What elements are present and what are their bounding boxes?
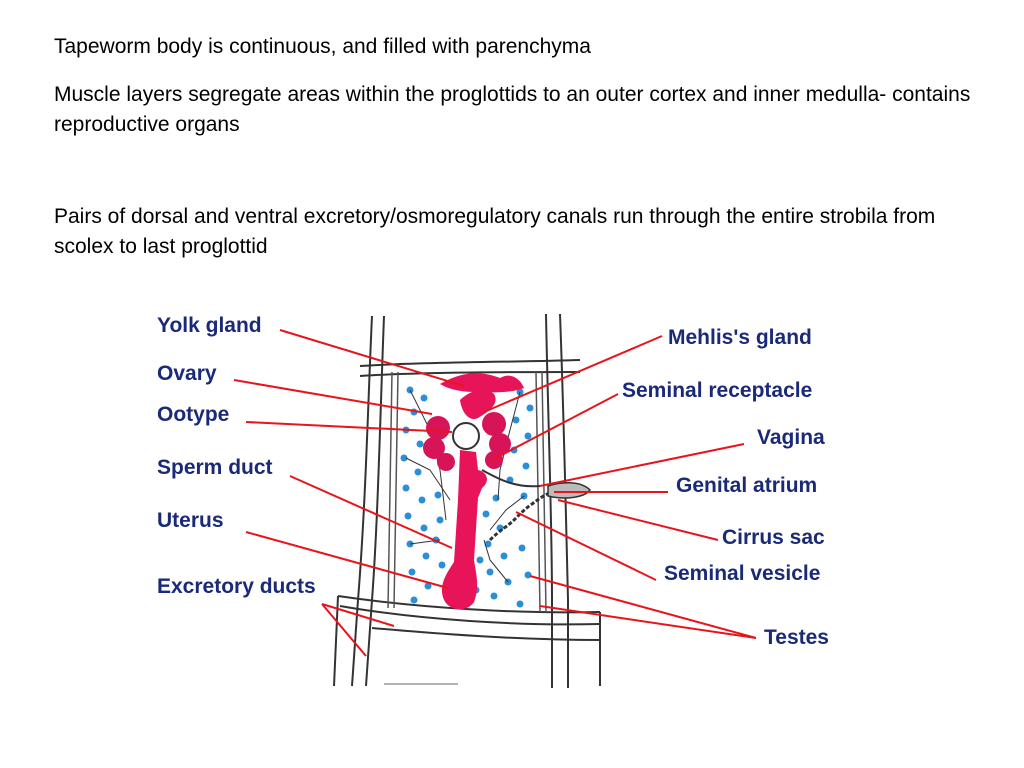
cirrus-sac-coil bbox=[488, 490, 553, 542]
testes-dots bbox=[400, 386, 534, 608]
yolk-gland-shape bbox=[440, 373, 524, 393]
label-testes: Testes bbox=[764, 626, 829, 649]
label-genital-atrium: Genital atrium bbox=[676, 474, 817, 497]
label-vagina: Vagina bbox=[757, 426, 825, 449]
ootype-shape bbox=[452, 422, 480, 450]
muscle-layers-paragraph: Muscle layers segregate areas within the… bbox=[54, 83, 971, 136]
label-excretory-ducts: Excretory ducts bbox=[157, 575, 316, 598]
excretory-canals-paragraph: Pairs of dorsal and ventral excretory/os… bbox=[54, 205, 936, 258]
label-yolk-gland: Yolk gland bbox=[157, 314, 262, 337]
label-uterus: Uterus bbox=[157, 509, 224, 532]
label-seminal-vesicle: Seminal vesicle bbox=[664, 562, 820, 585]
label-sperm-duct: Sperm duct bbox=[157, 456, 273, 479]
excretory-canals bbox=[387, 371, 547, 613]
label-ootype: Ootype bbox=[157, 403, 229, 426]
label-seminal-receptacle: Seminal receptacle bbox=[622, 379, 812, 402]
label-ovary: Ovary bbox=[157, 362, 217, 385]
label-cirrus-sac: Cirrus sac bbox=[722, 526, 825, 549]
leader-lines bbox=[233, 329, 757, 657]
genital-atrium-shape bbox=[547, 482, 591, 499]
vagina-duct bbox=[481, 469, 541, 488]
strobila-outline bbox=[333, 313, 601, 688]
uterus-shape bbox=[441, 450, 487, 610]
label-mehlis-gland: Mehlis's gland bbox=[668, 326, 812, 349]
intro-paragraph: Tapeworm body is continuous, and filled … bbox=[54, 35, 591, 58]
